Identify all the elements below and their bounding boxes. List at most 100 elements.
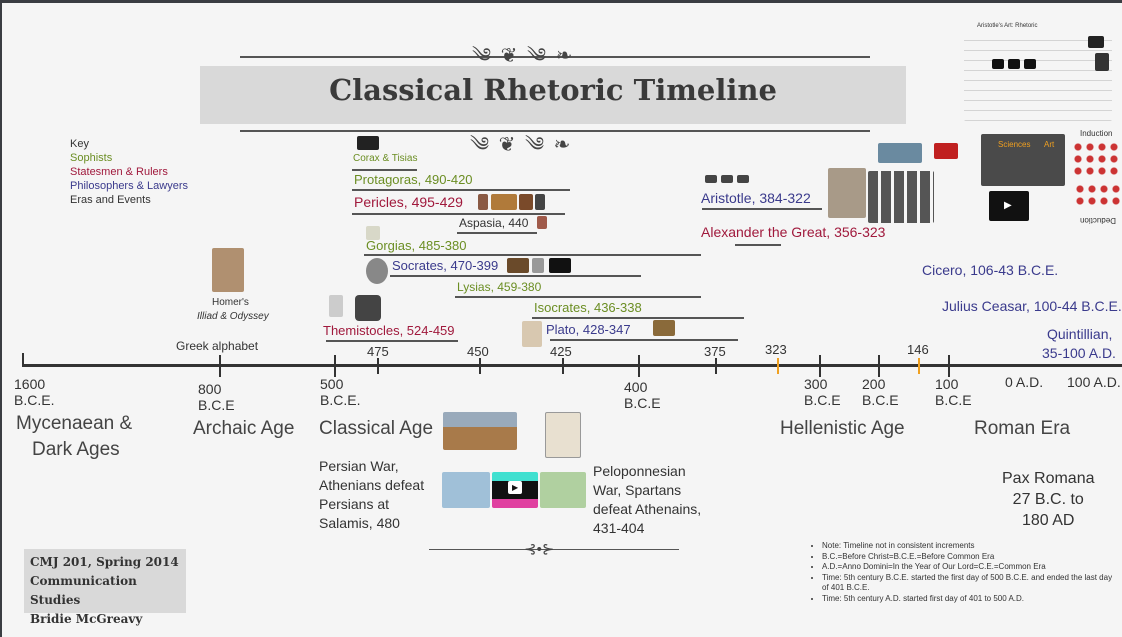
alexander-label: Alexander the Great, 356-323: [701, 224, 885, 240]
note-item: Note: Timeline not in consistent increme…: [822, 541, 1114, 552]
legend-heading: Key: [70, 137, 188, 151]
legend-rulers: Statesmen & Rulers: [70, 165, 188, 179]
lysias-label: Lysias, 459-380: [457, 280, 541, 294]
aristotle-art-label: Aristotle's Art: Rhetoric: [977, 23, 1038, 29]
aristotle-art-thumb-3[interactable]: [992, 59, 1004, 69]
socrates-bar: [390, 275, 641, 277]
aristotle-art-thumb-4[interactable]: [1008, 59, 1020, 69]
bottom-flourish-ornament: ༄ ❦ ༄ ❧: [470, 122, 572, 178]
homer-label-2: Illiad & Odyssey: [197, 311, 269, 322]
label-425: 425: [550, 344, 572, 359]
tick-146: [918, 358, 920, 374]
homer-label-1: Homer's: [212, 297, 249, 308]
plato-image[interactable]: [522, 321, 542, 347]
greece-map-image[interactable]: [540, 472, 586, 508]
acropolis-image[interactable]: [443, 412, 517, 450]
aristotle-art-thumb-2[interactable]: [1095, 53, 1109, 71]
pericles-image-4[interactable]: [535, 194, 545, 210]
document-image[interactable]: [545, 412, 581, 458]
socrates-image-4[interactable]: [549, 258, 571, 273]
corax-image[interactable]: [357, 136, 379, 150]
tick-200: [878, 355, 880, 377]
plato-bar: [550, 339, 738, 341]
caesar-label: Julius Ceasar, 100-44 B.C.E.: [942, 298, 1122, 314]
credit-box: CMJ 201, Spring 2014 Communication Studi…: [24, 549, 186, 613]
age-mycenaean-2: Dark Ages: [32, 439, 120, 461]
isocrates-bar: [532, 317, 744, 319]
label-800: 800B.C.E: [198, 381, 235, 413]
legend-events: Eras and Events: [70, 193, 188, 207]
socrates-label: Socrates, 470-399: [392, 258, 498, 273]
pericles-image[interactable]: [478, 194, 488, 210]
socrates-image-3[interactable]: [532, 258, 544, 273]
aspasia-arrow: [457, 232, 537, 234]
pax-romana-event: Pax Romana 27 B.C. to 180 AD: [1002, 468, 1095, 531]
aristotle-art-thumb-1[interactable]: [1088, 36, 1104, 48]
tick-800: [219, 355, 221, 377]
age-hellenistic: Hellenistic Age: [780, 418, 905, 440]
quintillian-label-1: Quintillian,: [1047, 326, 1112, 342]
tick-100: [948, 355, 950, 377]
lysias-bar: [455, 296, 701, 298]
pericles-label: Pericles, 495-429: [354, 194, 463, 210]
pericles-image-2[interactable]: [491, 194, 517, 210]
label-323: 323: [765, 342, 787, 357]
induction-diagram[interactable]: [1072, 141, 1118, 177]
socrates-image-2[interactable]: [507, 258, 529, 273]
aspasia-label: Aspasia, 440: [459, 216, 528, 230]
pericles-image-3[interactable]: [519, 194, 533, 210]
prezi-canvas: ༄ ❦ ༄ ❧ Classical Rhetoric Timeline ༄ ❦ …: [2, 3, 1122, 637]
tick-375: [715, 358, 717, 374]
corax-arrow: [352, 169, 417, 171]
age-archaic: Archaic Age: [193, 418, 294, 440]
protagoras-label: Protagoras, 490-420: [354, 172, 473, 187]
tick-425: [562, 358, 564, 374]
plato-label: Plato, 428-347: [546, 322, 631, 337]
video-play-icon[interactable]: ▶: [508, 481, 522, 494]
aristotle-image[interactable]: [828, 168, 866, 218]
play-icon[interactable]: ▶: [1004, 200, 1012, 211]
aspasia-image[interactable]: [537, 216, 547, 229]
age-mycenaean-1: Mycenaean &: [16, 413, 132, 435]
sciences-label: Sciences: [998, 140, 1030, 149]
themistocles-image-2[interactable]: [355, 295, 381, 321]
label-450: 450: [467, 344, 489, 359]
themistocles-image[interactable]: [329, 295, 343, 317]
cicero-label: Cicero, 106-43 B.C.E.: [922, 262, 1058, 278]
deduction-label: Deduction: [1080, 216, 1116, 225]
homer-image[interactable]: [212, 248, 244, 292]
themistocles-bar: [326, 340, 458, 342]
legend-philosophers: Philosophers & Lawyers: [70, 179, 188, 193]
tick-1600: [22, 353, 24, 367]
induction-label: Induction: [1080, 129, 1112, 138]
aristotle-small-image-2[interactable]: [721, 175, 733, 183]
aristotle-works-grid[interactable]: [868, 171, 934, 223]
deduction-diagram[interactable]: [1074, 183, 1120, 209]
greek-alphabet-label: Greek alphabet: [176, 339, 258, 353]
legend-key: Key Sophists Statesmen & Rulers Philosop…: [70, 137, 188, 207]
aristotle-small-image-3[interactable]: [737, 175, 749, 183]
map-image[interactable]: [878, 143, 922, 163]
persian-map-image[interactable]: [442, 472, 490, 508]
label-0ad: 0 A.D.: [1005, 374, 1043, 390]
note-item: B.C.=Before Christ=B.C.E.=Before Common …: [822, 552, 1114, 563]
aristotle-label: Aristotle, 384-322: [701, 190, 811, 206]
tick-500: [334, 355, 336, 377]
label-475: 475: [367, 344, 389, 359]
aristotle-art-thumb-5[interactable]: [1024, 59, 1036, 69]
notes-box: Note: Timeline not in consistent increme…: [814, 541, 1114, 604]
gorgias-label: Gorgias, 485-380: [366, 238, 466, 253]
plato-image-2[interactable]: [653, 320, 675, 336]
socrates-image[interactable]: [366, 258, 388, 284]
age-classical: Classical Age: [319, 418, 433, 440]
aristotle-small-image-1[interactable]: [705, 175, 717, 183]
gorgias-bar: [364, 254, 701, 256]
tick-450: [479, 358, 481, 374]
note-item: A.D.=Anno Domini=In the Year of Our Lord…: [822, 562, 1114, 573]
label-300: 300B.C.E: [804, 376, 841, 408]
note-item: Time: 5th century B.C.E. started the fir…: [822, 573, 1114, 594]
flag-image[interactable]: [934, 143, 958, 159]
